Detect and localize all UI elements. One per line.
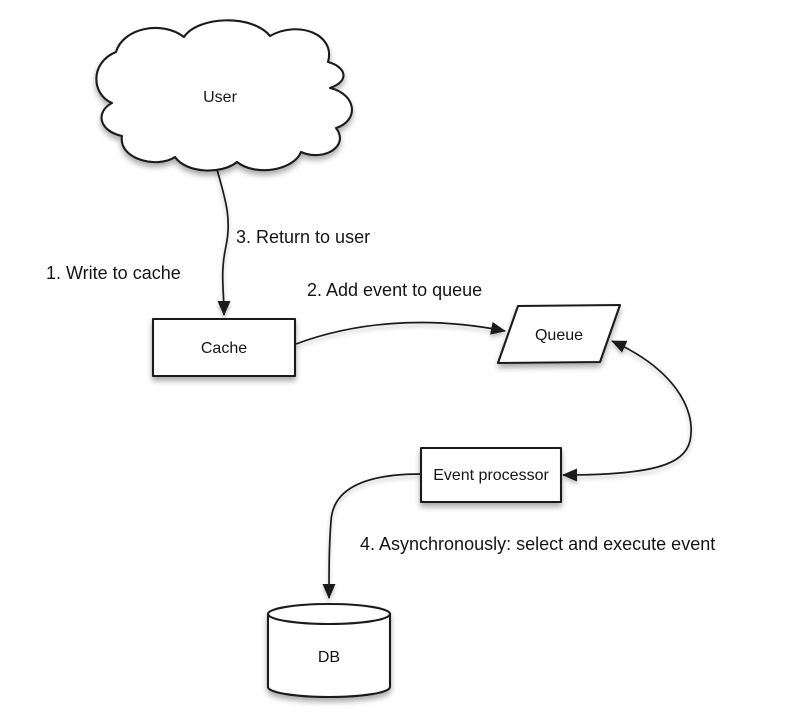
edge-queue-event-processor-bidirectional — [562, 340, 692, 482]
edge-label-write-to-cache: 1. Write to cache — [46, 263, 181, 283]
queue-node-label: Queue — [535, 327, 583, 344]
event-processor-box-shape — [419, 446, 563, 504]
edge-label-async-select-execute: 4. Asynchronously: select and execute ev… — [360, 534, 715, 554]
edge-event-processor-to-db — [322, 473, 422, 599]
cache-box-shape — [151, 317, 297, 378]
edge-label-add-event-to-queue: 2. Add event to queue — [307, 280, 482, 300]
user-node-label: User — [203, 89, 237, 106]
db-cylinder-shape — [266, 602, 392, 699]
user-cloud-shape — [95, 19, 353, 172]
edge-user-to-cache — [215, 165, 231, 316]
edge-label-return-to-user: 3. Return to user — [236, 227, 370, 247]
queue-parallelogram-shape — [496, 303, 622, 365]
cache-node-label: Cache — [201, 340, 247, 357]
edge-cache-to-queue — [295, 321, 506, 345]
labels-layer: User Cache Queue Event processor DB 1. W… — [46, 89, 715, 666]
shapes-layer — [95, 19, 622, 699]
event-processor-node-label: Event processor — [433, 467, 549, 484]
db-node-label: DB — [318, 649, 340, 666]
connectors-layer — [215, 165, 692, 599]
